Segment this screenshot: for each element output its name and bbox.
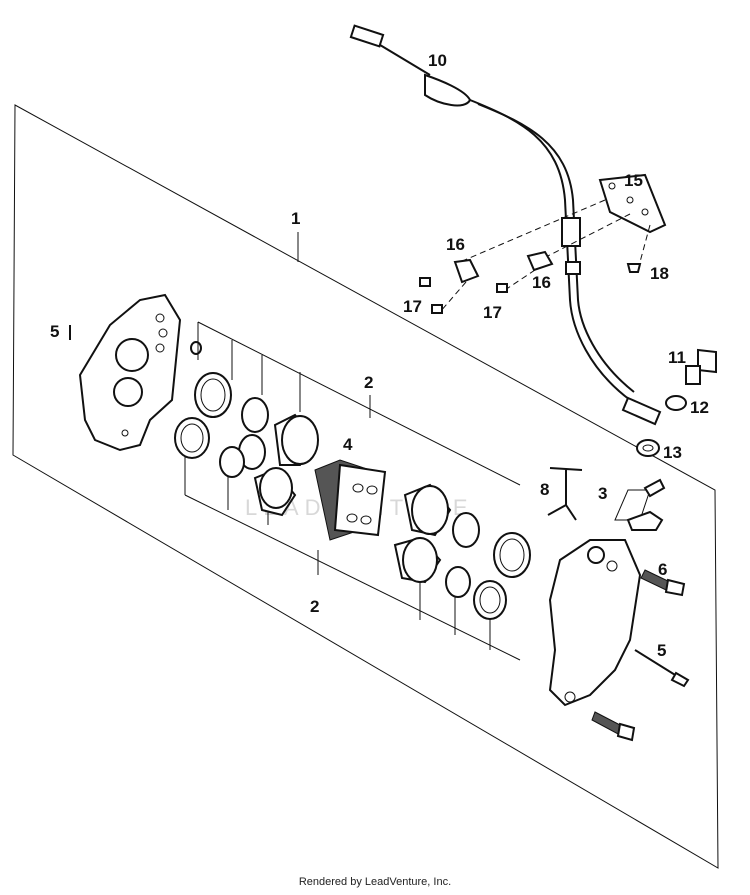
piston-right-bottom (393, 536, 442, 584)
seal-ring-left-top (194, 372, 232, 418)
callout-6: 6 (658, 560, 667, 579)
banjo-bolt (685, 348, 717, 385)
piston-left-top (273, 413, 319, 466)
piston-left-bottom (253, 467, 297, 517)
caliper-mount-bolt (591, 711, 636, 742)
brake-pads (314, 459, 387, 541)
callout-18: 18 (650, 264, 669, 283)
callout-17-right: 17 (483, 303, 502, 322)
mount-bracket (459, 173, 667, 263)
pin-5-right (634, 649, 681, 679)
caliper-half-right (548, 539, 642, 707)
screw-18 (626, 263, 642, 273)
brake-hose (349, 24, 662, 426)
washer-13 (636, 439, 660, 457)
piston-seal-right-bottom (445, 566, 471, 598)
seal-ring-left-bottom (174, 417, 210, 459)
hose-clamp-lower (526, 250, 554, 272)
footer-credit: Rendered by LeadVenture, Inc. (298, 876, 452, 888)
callout-16-lower: 16 (532, 273, 551, 292)
pad-spring-clip (547, 467, 583, 521)
washer-12 (665, 395, 687, 411)
piston-seal-left-top (241, 397, 269, 433)
callout-5-left: 5 (50, 322, 59, 341)
callout-16-upper: 16 (446, 235, 465, 254)
hose-clamp-upper (453, 258, 480, 284)
bolt-6 (640, 569, 686, 597)
callout-10: 10 (428, 51, 447, 70)
callout-3: 3 (598, 484, 607, 503)
bleed-valve (614, 478, 666, 531)
seal-ring-right-top (493, 532, 531, 578)
caliper-half-left (78, 293, 182, 452)
piston-seal-right-top (452, 512, 480, 548)
piston-right-top (403, 483, 452, 537)
seal-ring-right-bottom (473, 580, 507, 620)
callout-1: 1 (291, 209, 300, 228)
callout-12: 12 (690, 398, 709, 417)
callout-17-left: 17 (403, 297, 422, 316)
bolt-17-left (419, 277, 443, 314)
callout-4: 4 (343, 435, 353, 454)
bolt-17-right (496, 283, 508, 293)
assembly-panel-outline (12, 104, 719, 869)
callout-2-bottom: 2 (310, 597, 319, 616)
callout-5-right: 5 (657, 641, 666, 660)
callout-15: 15 (624, 171, 643, 190)
small-o-ring (190, 341, 202, 355)
callout-13: 13 (663, 443, 682, 462)
callout-11: 11 (668, 348, 686, 367)
callout-8: 8 (540, 480, 549, 499)
seal-group-leaders (184, 321, 521, 661)
callout-2-top: 2 (364, 373, 373, 392)
